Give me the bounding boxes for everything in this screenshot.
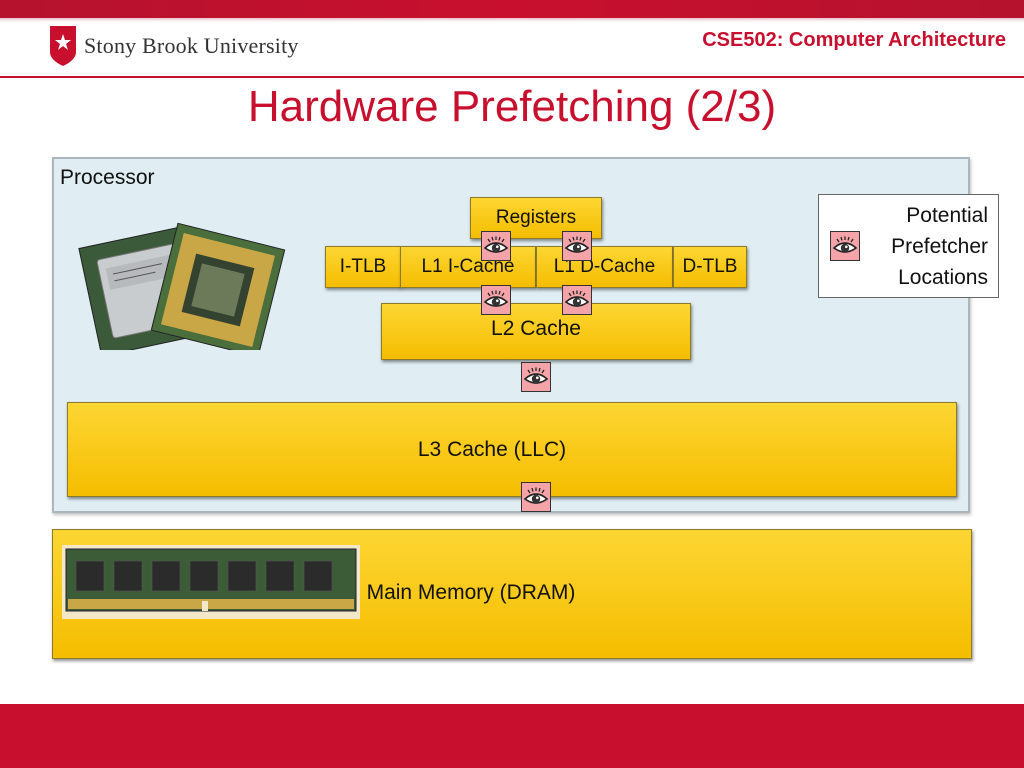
itlb-label: I-TLB — [339, 256, 387, 277]
top-banner — [0, 0, 1024, 18]
itlb-box: I-TLB — [325, 246, 401, 288]
course-title: CSE502: Computer Architecture — [702, 29, 1006, 51]
dtlb-label: D-TLB — [682, 256, 738, 277]
l3-cache-box: L3 Cache (LLC) — [67, 402, 957, 497]
l1-dcache-label: L1 D-Cache — [553, 256, 656, 277]
eye-icon — [481, 231, 511, 261]
top-banner-shadow — [0, 18, 1024, 22]
eye-icon — [521, 482, 551, 512]
eye-icon — [562, 285, 592, 315]
l1-dcache-box: L1 D-Cache — [536, 246, 673, 288]
university-logo: Stony Brook University — [50, 26, 299, 66]
university-name: Stony Brook University — [84, 33, 299, 58]
legend-text: Potential Prefetcher Locations — [891, 200, 988, 293]
shield-icon — [50, 26, 76, 66]
legend-line-1: Potential — [906, 204, 988, 227]
footer-banner — [0, 704, 1024, 768]
legend-line-2: Prefetcher — [891, 235, 988, 258]
l2-cache-box: L2 Cache — [381, 303, 691, 360]
l3-cache-label: L3 Cache (LLC) — [417, 437, 567, 461]
eye-icon — [481, 285, 511, 315]
cpu-chip-image — [78, 222, 286, 350]
dram-module-image — [62, 545, 360, 619]
l2-cache-label: L2 Cache — [491, 316, 581, 340]
main-memory-label: Main Memory (DRAM) — [366, 581, 576, 604]
processor-label: Processor — [60, 166, 155, 189]
eye-icon — [830, 231, 860, 261]
header-divider — [0, 76, 1024, 78]
legend-line-3: Locations — [898, 266, 988, 289]
page-title: Hardware Prefetching (2/3) — [247, 82, 777, 131]
legend-box: Potential Prefetcher Locations — [818, 194, 999, 298]
l1-icache-label: L1 I-Cache — [421, 256, 515, 277]
l1-icache-box: L1 I-Cache — [400, 246, 536, 288]
eye-icon — [521, 362, 551, 392]
eye-icon — [562, 231, 592, 261]
dtlb-box: D-TLB — [673, 246, 747, 288]
registers-label: Registers — [495, 207, 577, 228]
